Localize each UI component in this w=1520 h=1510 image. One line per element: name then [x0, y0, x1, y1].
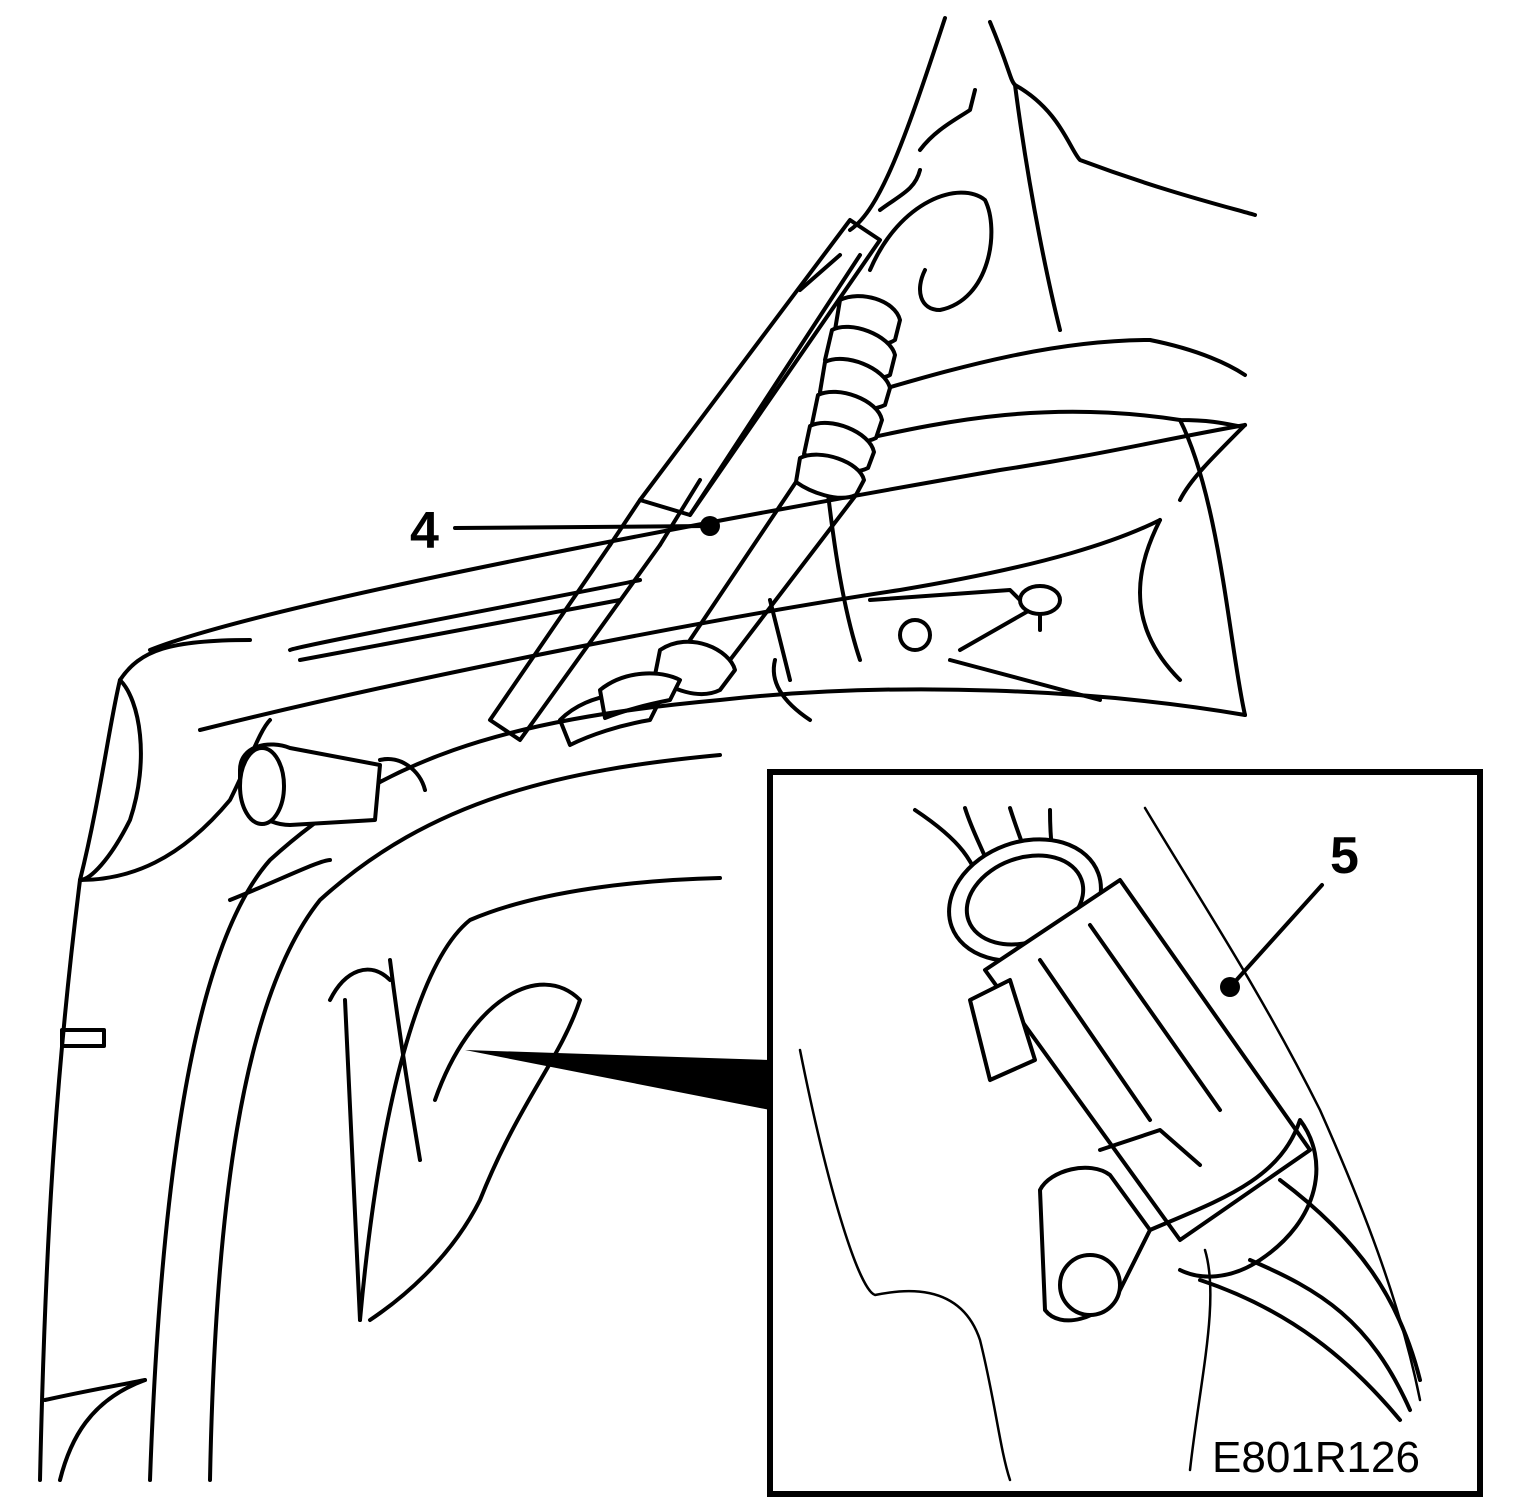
hinge-pin [238, 742, 427, 827]
detail-inset [767, 769, 1483, 1497]
figure-code: E801R126 [1212, 1433, 1420, 1482]
bracket-bolt [868, 584, 1102, 702]
tailgate-frame [148, 687, 1247, 1482]
body-panel-upper [848, 16, 1257, 717]
side-panel-left [38, 638, 332, 1482]
leader-line-4 [453, 524, 710, 530]
callout-5-label: 5 [1330, 827, 1359, 885]
callout-5: 5 [1220, 827, 1359, 997]
crossmember-rail [148, 338, 1247, 732]
leader-dot-5 [1220, 977, 1240, 997]
callout-4: 4 [410, 502, 720, 560]
callout-4-label: 4 [410, 502, 439, 560]
bellows-gaiter [558, 190, 994, 747]
leader-dot-4 [700, 516, 720, 536]
detail-pointer-arrow [465, 1050, 770, 1110]
leader-line-5 [1230, 883, 1324, 987]
